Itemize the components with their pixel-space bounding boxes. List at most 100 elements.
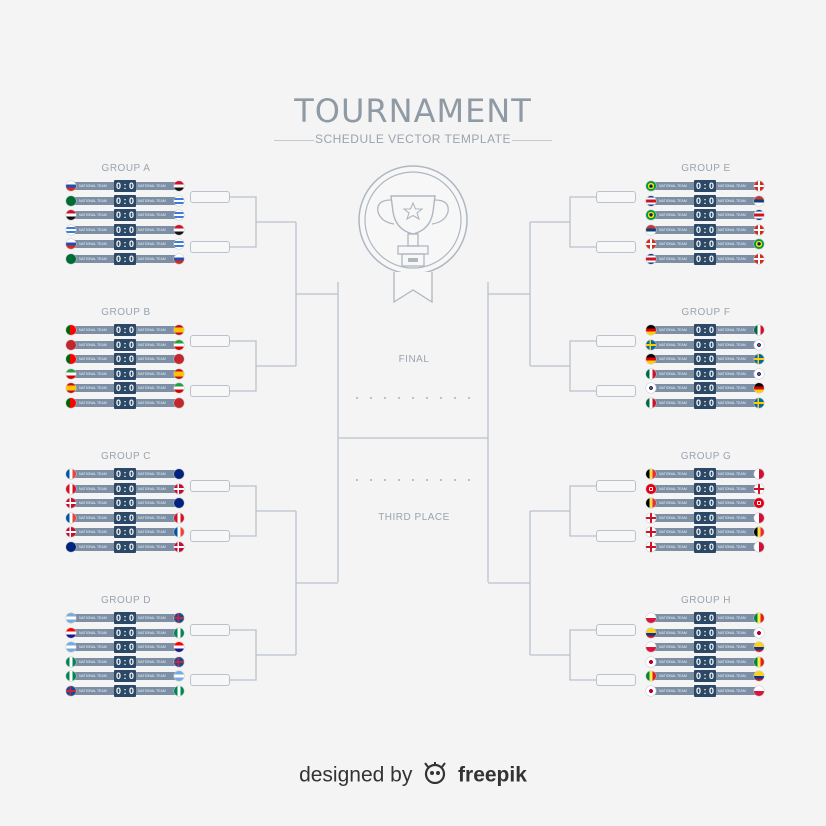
score-box: 0 : 0 [694,367,716,380]
qualifier-slot-left-3[interactable] [190,335,230,347]
sweden-flag-icon [754,397,764,408]
qualifier-slot-right-4[interactable] [596,385,636,397]
team-name-right: NATIONAL TEAM [718,645,746,649]
argentina-flag-icon [174,671,184,681]
team-name-right: NATIONAL TEAM [138,472,166,476]
qualifier-slot-right-5[interactable] [596,480,636,492]
team-bar-left [654,672,696,680]
group-label-group-b: GROUP B [101,307,151,318]
team-name-left: NATIONAL TEAM [79,227,107,232]
team-bar-right [134,369,176,378]
score-box: 0 : 0 [694,223,716,236]
south-korea-flag-icon [754,368,764,379]
team-name-right: NATIONAL TEAM [718,198,746,203]
group-label-group-e: GROUP E [681,163,731,174]
team-bar-left [74,240,116,248]
qualifier-slot-right-8[interactable] [596,674,636,686]
connector-right-r16 [569,485,596,537]
team-bar-right [714,628,756,637]
team-name-right: NATIONAL TEAM [718,328,746,332]
team-bar-left [654,211,696,219]
team-name-right: NATIONAL TEAM [138,198,166,203]
score-box: 0 : 0 [694,382,716,394]
iran-flag-icon [174,339,184,350]
team-bar-left [654,182,696,190]
team-bar-right [134,326,176,334]
score-box: 0 : 0 [694,684,716,697]
qualifier-slot-left-2[interactable] [190,241,230,253]
team-bar-left [654,528,696,536]
team-bar-right [714,672,756,680]
qualifier-slot-right-6[interactable] [596,530,636,542]
switzerland-flag-icon [646,239,656,249]
switzerland-flag-icon [754,253,764,264]
team-name-right: NATIONAL TEAM [718,386,746,390]
score-box: 0 : 0 [694,396,716,409]
qualifier-slot-left-4[interactable] [190,385,230,397]
team-bar-right [134,355,176,363]
team-name-left: NATIONAL TEAM [79,371,107,376]
team-name-left: NATIONAL TEAM [79,515,107,520]
team-name-right: NATIONAL TEAM [138,328,166,332]
team-bar-left [654,686,696,695]
qualifier-slot-left-6[interactable] [190,530,230,542]
score-box: 0 : 0 [114,468,136,480]
connector-left-r16 [230,340,257,392]
team-bar-left [654,225,696,234]
qualifier-slot-left-7[interactable] [190,624,230,636]
credit-brand: freepik [458,763,527,787]
connector-right-r16 [569,340,596,392]
qualifier-slot-left-8[interactable] [190,674,230,686]
team-bar-right [714,254,756,263]
france-flag-icon [174,527,184,537]
team-name-right: NATIONAL TEAM [138,688,166,693]
team-name-left: NATIONAL TEAM [79,616,107,620]
colombia-flag-icon [754,671,764,681]
team-name-left: NATIONAL TEAM [659,227,687,232]
qualifier-slot-left-5[interactable] [190,480,230,492]
team-bar-left [654,513,696,522]
score-box: 0 : 0 [694,252,716,265]
qualifier-slot-right-7[interactable] [596,624,636,636]
team-name-right: NATIONAL TEAM [138,645,166,649]
group-label-group-g: GROUP G [680,451,732,462]
team-bar-left [654,384,696,392]
qualifier-slot-right-2[interactable] [596,241,636,253]
team-bar-left [74,182,116,190]
egypt-flag-icon [66,210,76,220]
team-name-left: NATIONAL TEAM [79,501,107,505]
team-name-left: NATIONAL TEAM [79,213,107,217]
uruguay-flag-icon [174,210,184,220]
team-name-left: NATIONAL TEAM [659,515,687,520]
score-box: 0 : 0 [694,238,716,250]
team-bar-left [74,355,116,363]
team-bar-right [714,686,756,695]
senegal-flag-icon [754,613,764,623]
qualifier-slot-right-3[interactable] [596,335,636,347]
team-bar-right [134,484,176,493]
qualifier-slot-right-1[interactable] [596,191,636,203]
score-box: 0 : 0 [694,540,716,553]
team-bar-right [714,398,756,407]
spain-flag-icon [174,325,184,335]
team-bar-right [714,326,756,334]
qualifier-slot-left-1[interactable] [190,191,230,203]
senegal-flag-icon [754,656,764,667]
credit-line: designed by freepik [0,762,826,790]
team-name-left: NATIONAL TEAM [659,544,687,549]
team-name-left: NATIONAL TEAM [659,616,687,620]
russia-flag-icon [66,239,76,249]
poland-flag-icon [646,642,656,652]
score-box: 0 : 0 [114,684,136,697]
